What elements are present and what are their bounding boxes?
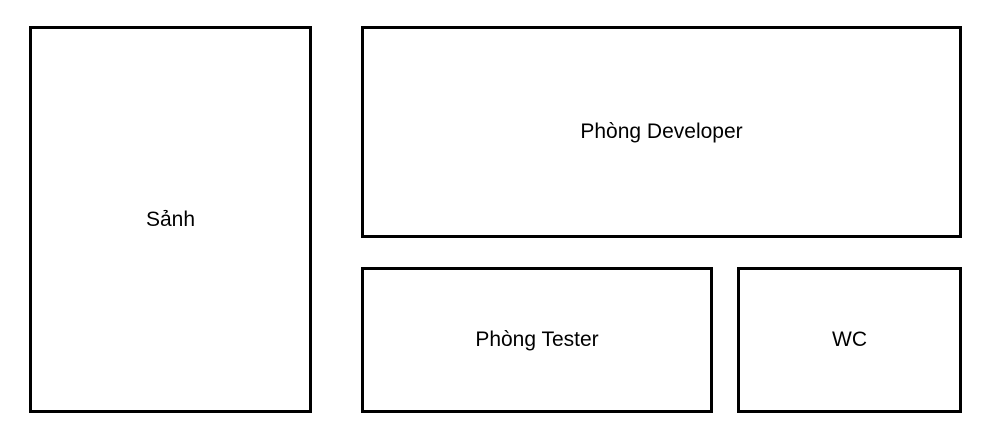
room-lobby: Sảnh (29, 26, 312, 413)
room-wc-label: WC (832, 328, 867, 351)
room-developer: Phòng Developer (361, 26, 962, 238)
room-tester-label: Phòng Tester (475, 328, 599, 351)
room-lobby-label: Sảnh (145, 207, 196, 231)
room-wc: WC (737, 267, 962, 413)
room-tester: Phòng Tester (361, 267, 713, 413)
room-developer-label: Phòng Developer (580, 120, 743, 143)
